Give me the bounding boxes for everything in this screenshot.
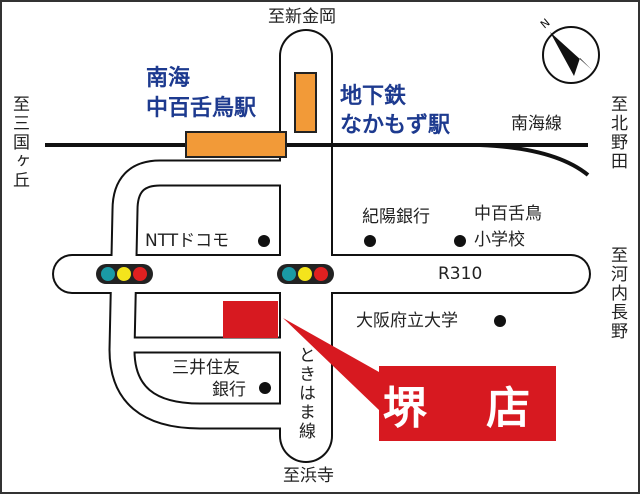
nankai-line-label: 南海線 [511, 114, 562, 134]
smbc-label-2: 銀行 [212, 380, 246, 400]
school-dot-icon [454, 235, 466, 247]
kiyo-bank-dot-icon [364, 235, 376, 247]
traffic-light-icon [96, 264, 153, 284]
direction-east: 至河内長野 [607, 246, 627, 341]
kiyo-bank-label: 紀陽銀行 [362, 207, 430, 227]
subway-station-label-2: なかもず駅 [340, 113, 451, 138]
school-label-2: 小学校 [474, 230, 525, 250]
ntt-label: NTTドコモ [145, 231, 230, 251]
university-label: 大阪府立大学 [356, 311, 458, 331]
university-dot-icon [494, 315, 506, 327]
r310-label: R310 [438, 264, 483, 284]
shop-callout-pointer [283, 318, 379, 410]
direction-west: 至三国ヶ丘 [9, 95, 29, 190]
direction-northeast: 至北野田 [607, 95, 627, 171]
direction-north: 至新金岡 [268, 7, 336, 27]
ntt-dot-icon [258, 235, 270, 247]
smbc-dot-icon [259, 382, 271, 394]
nankai-station-label-1: 南海 [146, 66, 191, 91]
shop-callout-label: 堺 店 [379, 366, 556, 441]
traffic-light-icon [277, 264, 334, 284]
school-label-1: 中百舌鳥 [474, 204, 542, 224]
subway-station-marker [294, 72, 317, 133]
tokihama-line-label: ときはま線 [295, 346, 315, 441]
subway-station-label-1: 地下鉄 [340, 84, 407, 109]
shop-location [223, 301, 278, 338]
compass-icon: N [538, 16, 600, 84]
nankai-station-marker [185, 131, 287, 158]
railway-branch [479, 143, 590, 177]
direction-south: 至浜寺 [283, 466, 334, 486]
nankai-station-label-2: 中百舌鳥駅 [146, 96, 257, 121]
smbc-label-1: 三井住友 [172, 358, 240, 378]
